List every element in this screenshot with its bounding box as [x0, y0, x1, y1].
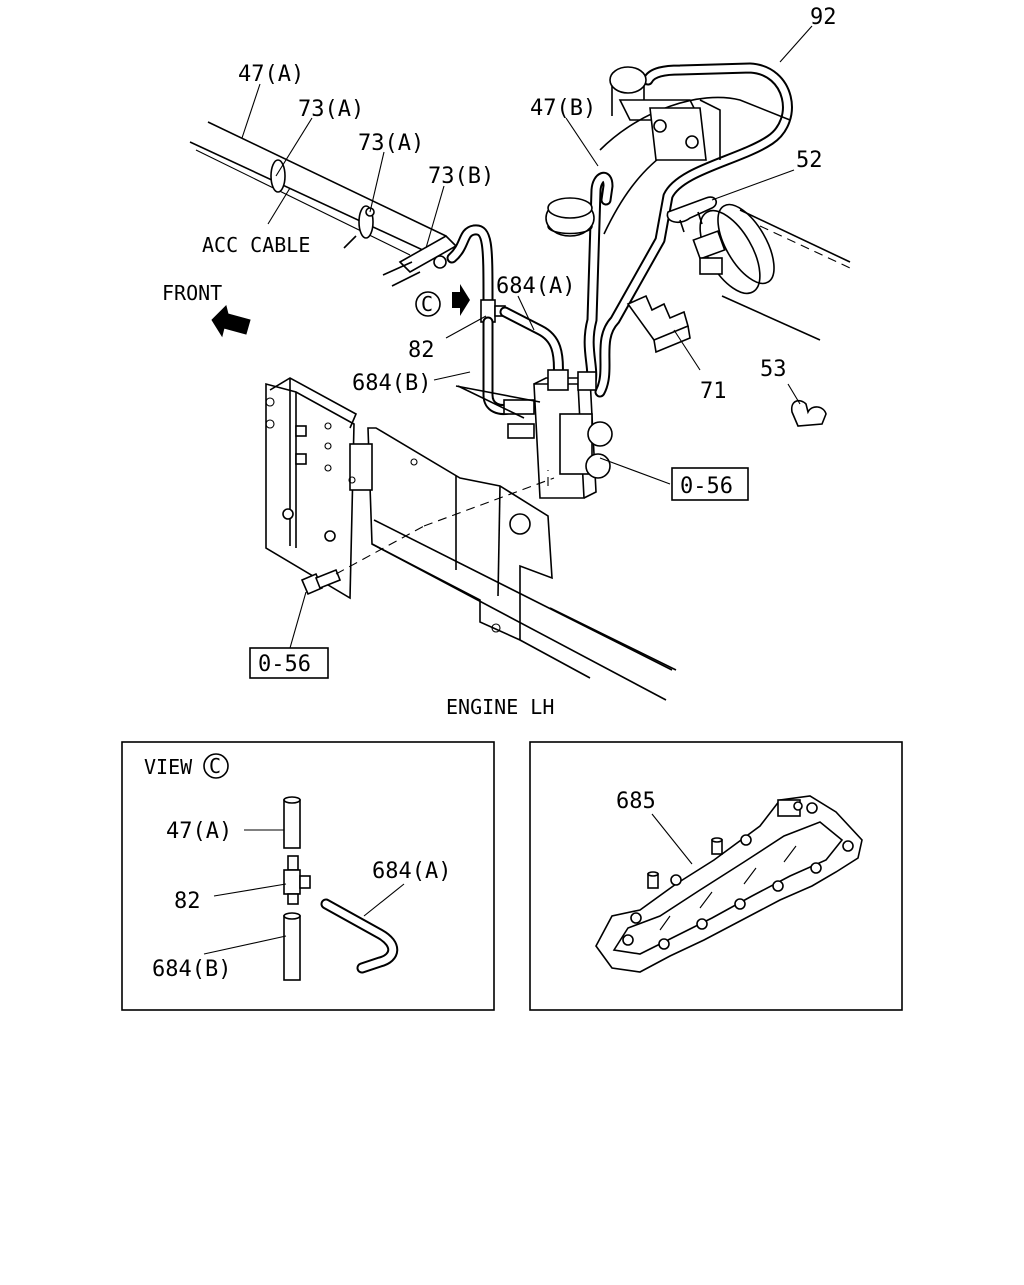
view-c-arrow-icon — [452, 284, 470, 316]
view-c-callout-82: 82 — [174, 889, 201, 914]
clamp-73b — [433, 255, 447, 269]
front-label: FRONT — [162, 281, 222, 305]
mounting-bracket — [367, 427, 553, 642]
view-c-panel: VIEW C 47(A) 82 684(B) — [121, 741, 495, 1011]
view-c-hose-684b — [283, 912, 301, 981]
callout-684a: 684(A) — [496, 274, 575, 299]
view-c-callout-47a: 47(A) — [166, 819, 232, 844]
callout-53: 53 — [760, 357, 787, 382]
exhaust-brake-body — [599, 66, 791, 235]
frame-side-rail — [265, 377, 677, 701]
acc-cable-tube — [189, 121, 458, 287]
view-c-callout-684a: 684(A) — [372, 859, 451, 884]
callout-47b: 47(B) — [530, 96, 596, 121]
hose-47b — [583, 171, 614, 391]
view-c-hose-684a — [320, 898, 399, 974]
view-c-t-joint-82 — [283, 855, 311, 905]
magnetic-valve-assembly — [455, 369, 613, 499]
ref-box-top — [671, 467, 749, 501]
clip-71 — [626, 294, 691, 354]
view-c-title: VIEW — [144, 755, 193, 779]
manifold-panel: 685 — [529, 741, 903, 1011]
callout-47a: 47(A) — [238, 62, 304, 87]
view-c-mark: C — [421, 292, 433, 316]
manifold-callout-685: 685 — [616, 789, 656, 814]
view-c-callout-684b: 684(B) — [152, 957, 231, 982]
callout-73a-2: 73(A) — [358, 131, 424, 156]
manifold-panel-frame — [529, 741, 903, 1011]
clip-52 — [666, 196, 718, 233]
callout-82: 82 — [408, 338, 435, 363]
leader-lines — [241, 25, 813, 649]
view-c-panel-frame — [121, 741, 495, 1011]
hose-47a-route — [446, 224, 494, 306]
callout-acc-cable: ACC CABLE — [202, 233, 310, 257]
view-c-hose-47a — [283, 796, 301, 849]
engine-lh-label: ENGINE LH — [446, 695, 554, 719]
callout-73b: 73(B) — [428, 164, 494, 189]
callout-73a-1: 73(A) — [298, 97, 364, 122]
callout-92: 92 — [810, 5, 837, 30]
ref-056-top: 0-56 — [680, 474, 733, 499]
main-assembly: 47(A) 73(A) 73(A) 73(B) ACC CABLE FRONT … — [162, 5, 851, 719]
callout-52: 52 — [796, 148, 823, 173]
view-c-title-circle — [203, 753, 229, 779]
clip-53 — [790, 399, 827, 427]
ref-box-bottom — [249, 647, 329, 679]
callout-684b: 684(B) — [352, 371, 431, 396]
manifold-gasket-685 — [595, 795, 863, 973]
view-c-mark-circle — [415, 291, 441, 317]
ref-056-bottom: 0-56 — [258, 652, 311, 677]
mounting-bolt — [300, 477, 555, 596]
hose-92 — [594, 62, 793, 398]
callout-71: 71 — [700, 379, 727, 404]
front-arrow-icon — [211, 305, 251, 338]
vacuum-actuator — [545, 197, 595, 237]
view-c-title-mark: C — [209, 754, 221, 778]
exhaust-pipe — [692, 203, 851, 341]
